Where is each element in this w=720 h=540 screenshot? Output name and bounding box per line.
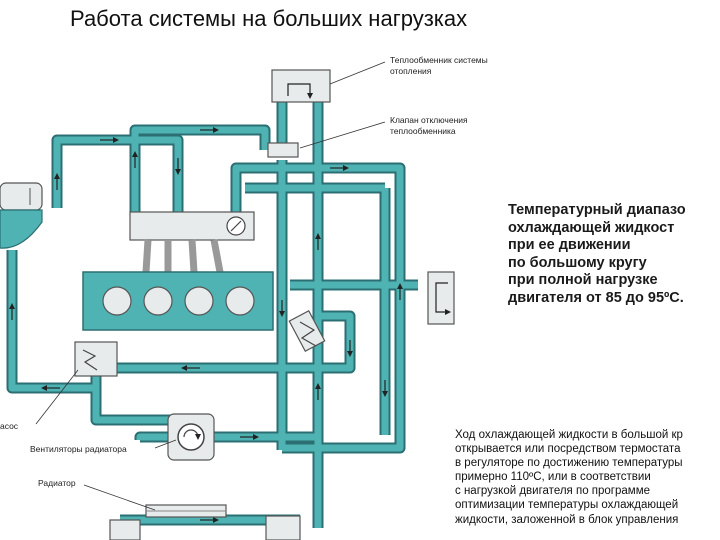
engine-block — [82, 271, 274, 331]
leader-lines — [35, 61, 386, 511]
label-valve: Клапан отключения теплообменника — [390, 115, 468, 136]
flow-arrows — [9, 127, 403, 523]
coolant-flow-text: Ход охлаждающей жидкости в большой кр от… — [455, 429, 683, 526]
radiator — [109, 504, 301, 540]
right-exchanger — [427, 271, 455, 325]
thermostat — [288, 310, 326, 352]
expansion-tank — [0, 182, 43, 249]
label-fans: Вентиляторы радиатора — [30, 444, 127, 454]
intake-manifold — [129, 211, 255, 273]
water-pump — [74, 341, 118, 377]
page-title: Работа системы на больших нагрузках — [70, 6, 468, 31]
radiator-fan — [167, 413, 215, 461]
label-heater-exchanger: Теплообменник системы отопления — [390, 55, 488, 76]
label-pump: асос — [0, 421, 19, 431]
label-radiator: Радиатор — [38, 478, 76, 488]
heater-valve — [267, 142, 299, 158]
temperature-range-text: Температурный диапазо охлаждающей жидкос… — [508, 202, 686, 306]
heater-exchanger — [271, 69, 331, 103]
